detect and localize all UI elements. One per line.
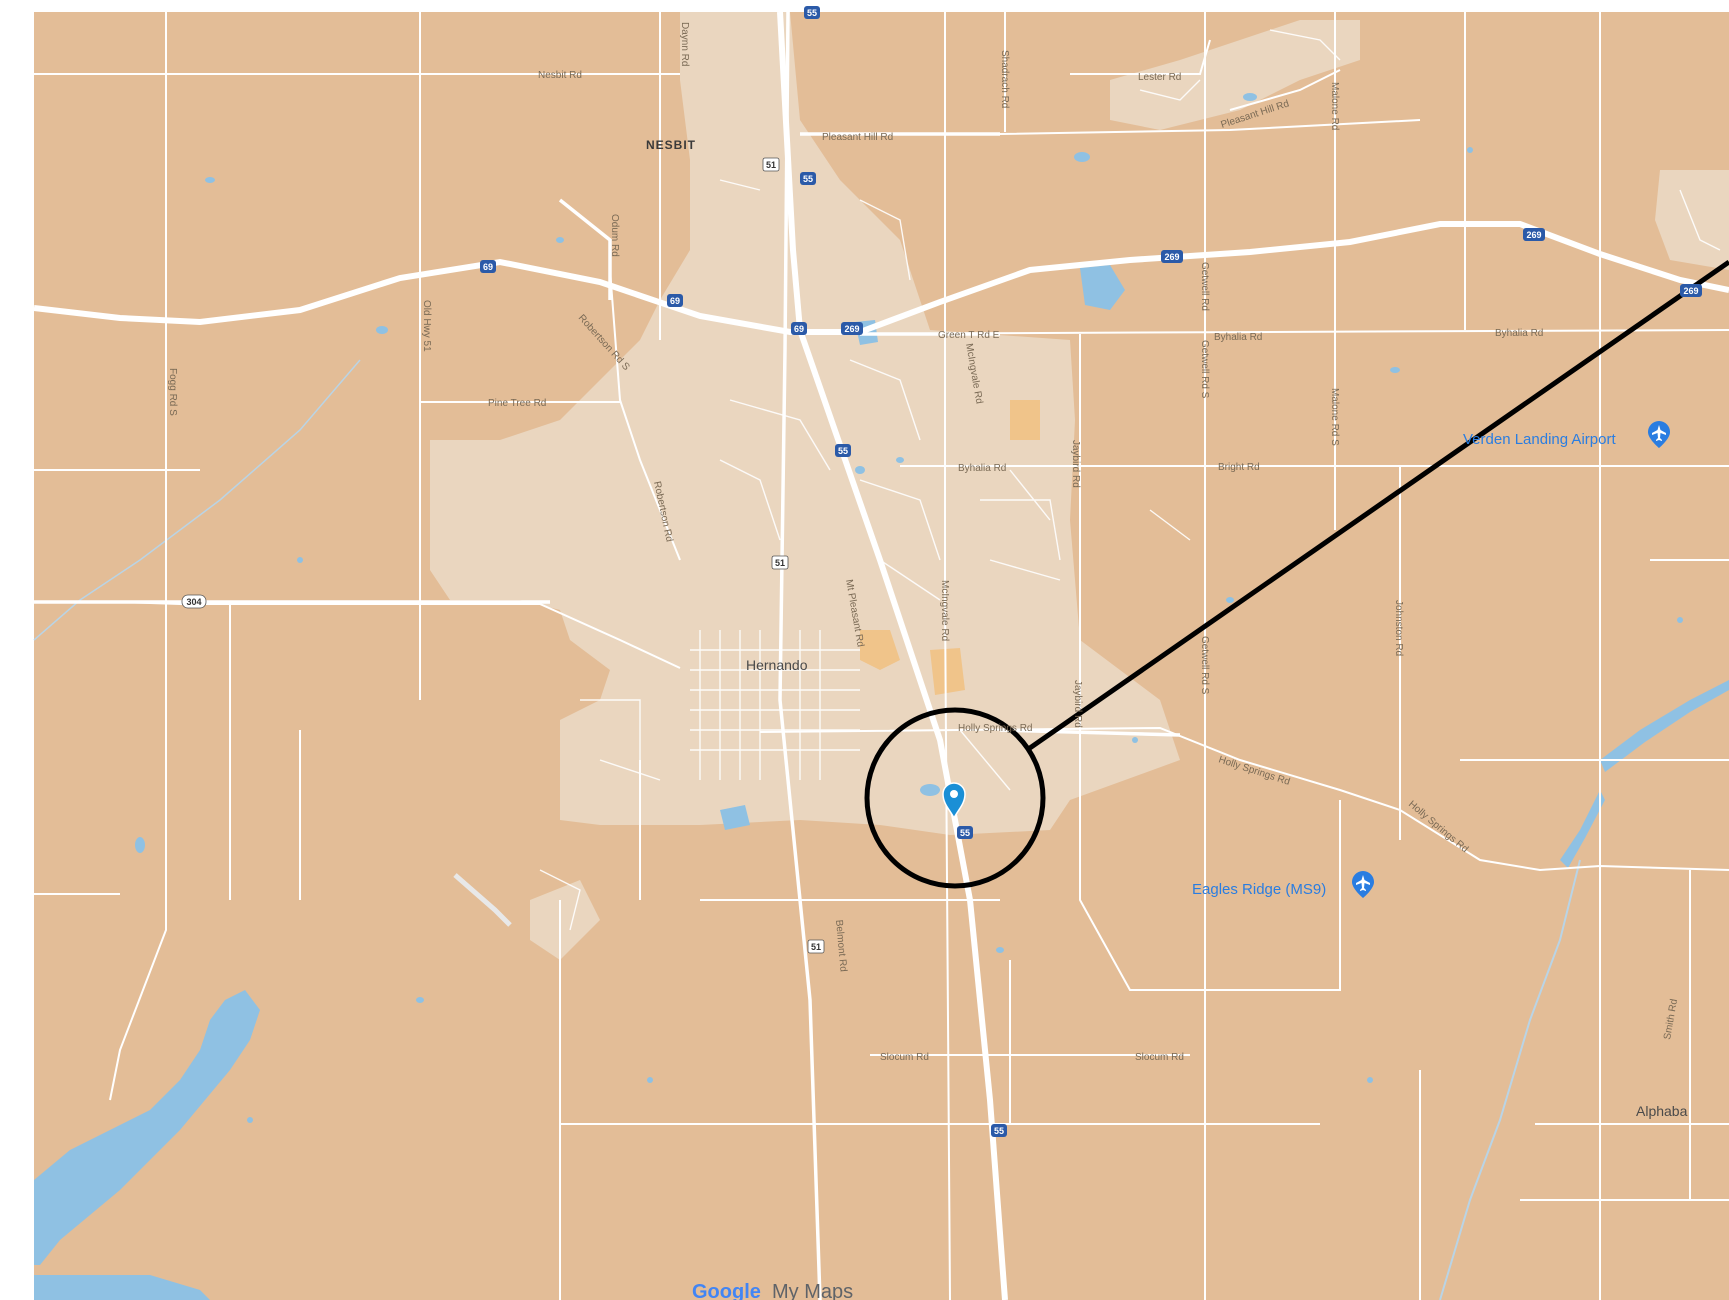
svg-text:69: 69 — [670, 296, 680, 306]
interstate-shield: 269 — [841, 322, 863, 335]
pointer-line — [1025, 259, 1729, 753]
interstate-shield: 55 — [800, 172, 816, 185]
interstate-shield: 269 — [1680, 284, 1702, 297]
svg-text:51: 51 — [775, 558, 785, 568]
road-label: McIngvale Rd — [939, 580, 950, 641]
poi-verden-landing-airport[interactable]: Verden Landing Airport — [1463, 421, 1670, 448]
road-label: Getwell Rd S — [1199, 636, 1210, 695]
svg-text:55: 55 — [994, 1126, 1004, 1136]
interstate-highways — [33, 11, 1729, 1300]
commercial-area — [860, 400, 1040, 695]
svg-text:55: 55 — [803, 174, 813, 184]
svg-text:269: 269 — [1526, 230, 1541, 240]
highway-shields: 55 55 55 55 55 69 69 69 269 269 269 269 … — [181, 6, 1702, 1137]
svg-text:69: 69 — [794, 324, 804, 334]
svg-text:55: 55 — [838, 446, 848, 456]
poi-eagles-ridge[interactable]: Eagles Ridge (MS9) — [1192, 871, 1374, 898]
highlight-annotation — [864, 259, 1729, 889]
highlight-circle — [864, 707, 1046, 889]
us-route-shield: 51 — [807, 939, 825, 954]
road-label: Bright Rd — [1218, 462, 1260, 473]
svg-text:304: 304 — [186, 597, 201, 607]
interstate-shield: 69 — [667, 294, 683, 307]
interstate-shield: 269 — [1523, 228, 1545, 241]
interstate-shield: 55 — [804, 6, 820, 19]
mymaps-label: My Maps — [772, 1281, 853, 1300]
road-label: Fogg Rd S — [167, 368, 178, 416]
road-label: Johnston Rd — [1393, 600, 1404, 656]
us-route-shield: 51 — [762, 157, 780, 172]
state-route-shield: 304 — [181, 594, 207, 609]
google-logo: Google — [692, 1281, 761, 1300]
road-label: Pine Tree Rd — [488, 398, 546, 409]
water-bodies — [34, 93, 1729, 1300]
interstate-shield: 55 — [991, 1124, 1007, 1137]
urban-area — [430, 12, 1729, 960]
road-label: Holly Springs Rd — [958, 723, 1032, 734]
road-label: Green T Rd E — [938, 330, 1000, 341]
road-label: Byhalia Rd — [1495, 328, 1543, 339]
interstate-shield: 55 — [835, 444, 851, 457]
urban-streets — [539, 29, 1721, 931]
svg-text:51: 51 — [766, 160, 776, 170]
road-label: Getwell Rd — [1199, 262, 1210, 311]
road-label: Slocum Rd — [1135, 1052, 1184, 1063]
creek — [1439, 859, 1581, 1300]
place-label-nesbit: NESBIT — [646, 138, 696, 152]
road-label: Belmont Rd — [833, 919, 849, 972]
location-pin-icon[interactable] — [942, 782, 966, 820]
road-label: Daynn Rd — [679, 22, 690, 66]
svg-text:51: 51 — [811, 942, 821, 952]
us-route-shield: 51 — [771, 555, 789, 570]
svg-text:269: 269 — [844, 324, 859, 334]
minor-roads — [34, 12, 1729, 1300]
interstate-shield: 69 — [791, 322, 807, 335]
poi-label: Eagles Ridge (MS9) — [1192, 881, 1326, 898]
interstate-shield: 55 — [957, 826, 973, 839]
google-my-maps-attribution: Google My Maps — [692, 1281, 853, 1300]
road-label: Old Hwy 51 — [421, 300, 432, 352]
interstate-shield: 69 — [480, 260, 496, 273]
road-label: Malone Rd — [1329, 82, 1340, 130]
road-label: Malone Rd S — [1329, 388, 1340, 446]
road-label: Byhalia Rd — [958, 463, 1006, 474]
runway — [453, 873, 512, 927]
svg-text:55: 55 — [960, 828, 970, 838]
road-label: Odum Rd — [609, 214, 620, 257]
road-label: Lester Rd — [1138, 72, 1181, 83]
svg-text:69: 69 — [483, 262, 493, 272]
road-label: Byhalia Rd — [1214, 332, 1262, 343]
airport-icon — [1352, 871, 1374, 898]
road-label: Nesbit Rd — [538, 70, 582, 81]
svg-text:269: 269 — [1683, 286, 1698, 296]
road-label: Getwell Rd S — [1199, 340, 1210, 399]
major-roads — [34, 11, 1181, 1300]
svg-text:55: 55 — [807, 8, 817, 18]
place-label-alphaba: Alphaba — [1636, 1103, 1688, 1119]
road-label: Shadrach Rd — [999, 50, 1010, 108]
road-label: Pleasant Hill Rd — [822, 132, 893, 143]
svg-text:269: 269 — [1164, 252, 1179, 262]
place-label-hernando: Hernando — [746, 657, 808, 673]
airport-icon — [1648, 421, 1670, 448]
interstate-shield: 269 — [1161, 250, 1183, 263]
road-label: Slocum Rd — [880, 1052, 929, 1063]
poi-label: Verden Landing Airport — [1463, 431, 1616, 448]
road-label: Jaybird Rd — [1072, 680, 1083, 728]
road-label: Jaybird Rd — [1070, 440, 1081, 488]
creek-west — [33, 359, 361, 641]
